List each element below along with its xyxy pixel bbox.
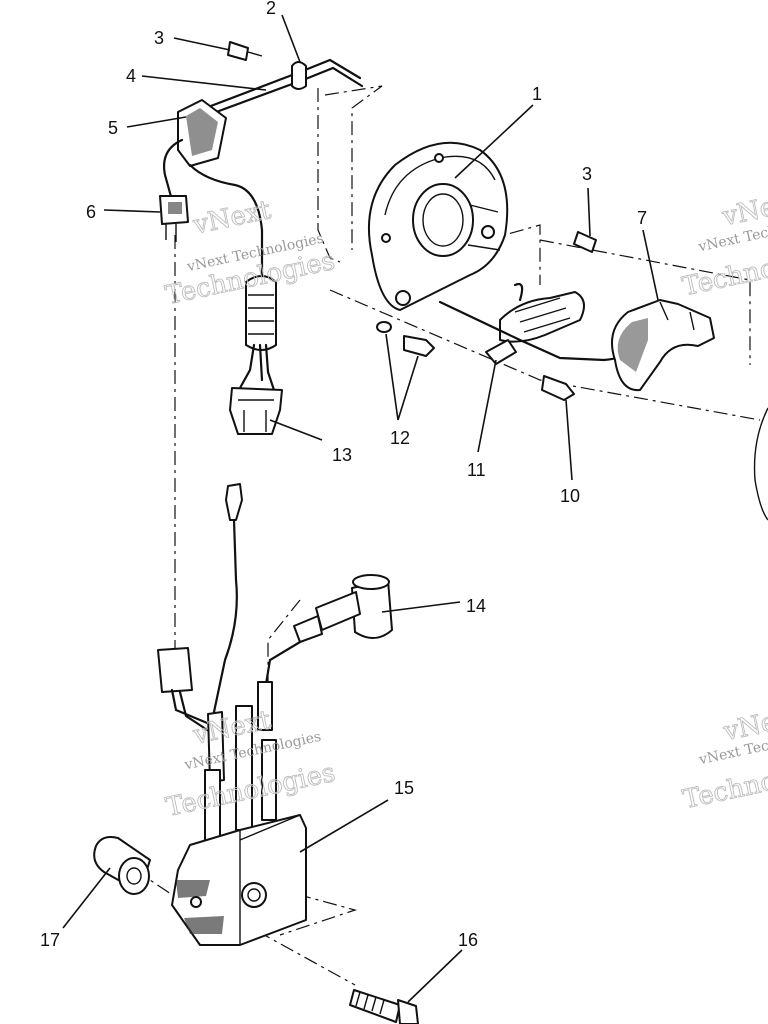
harness-clamp xyxy=(291,61,307,90)
callout-15: 15 xyxy=(394,778,414,798)
spark-plug-cap-14 xyxy=(263,574,393,692)
callout-2: 2 xyxy=(266,0,276,18)
flywheel-edge xyxy=(753,407,768,521)
exciter-coil-7 xyxy=(611,299,715,392)
leader-lines xyxy=(62,14,659,1003)
callout-16: 16 xyxy=(458,930,478,950)
callout-14: 14 xyxy=(466,596,486,616)
callout-labels: 2 3 4 5 6 1 3 7 10 11 12 13 14 15 16 17 xyxy=(40,0,647,950)
callout-5: 5 xyxy=(108,118,118,138)
watermark-middle: vNext vNext Technologies Technologies xyxy=(163,705,338,824)
callout-6: 6 xyxy=(86,202,96,222)
callout-10: 10 xyxy=(560,486,580,506)
callout-3-right: 3 xyxy=(582,164,592,184)
screw-10 xyxy=(541,375,575,401)
callout-13: 13 xyxy=(332,445,352,465)
watermark-middle-right: vNext vNext Technologies Technologies xyxy=(680,701,768,816)
callout-11: 11 xyxy=(467,460,486,480)
ignition-coil-15 xyxy=(171,681,307,946)
washer-12 xyxy=(376,321,392,333)
screws xyxy=(376,231,597,401)
callout-1: 1 xyxy=(532,84,542,104)
clamp-screw xyxy=(227,41,249,61)
connector-6 xyxy=(159,195,189,242)
ignition-harness xyxy=(157,483,243,783)
callout-4: 4 xyxy=(126,66,136,86)
callout-17: 17 xyxy=(40,930,60,950)
callout-3: 3 xyxy=(154,28,164,48)
regulator-assembly-13 xyxy=(229,275,283,435)
callout-12: 12 xyxy=(390,428,410,448)
bolt-16 xyxy=(349,989,419,1024)
watermark-top-right: vNext vNext Technologies Technologies xyxy=(679,186,768,302)
screw-12 xyxy=(403,335,435,357)
spacer-17 xyxy=(93,836,151,895)
callout-7: 7 xyxy=(637,208,647,228)
stator-plate-1 xyxy=(367,141,509,311)
screw-3b xyxy=(573,231,597,253)
wire-harness-top xyxy=(163,41,364,302)
lighting-coil-11 xyxy=(438,282,634,365)
